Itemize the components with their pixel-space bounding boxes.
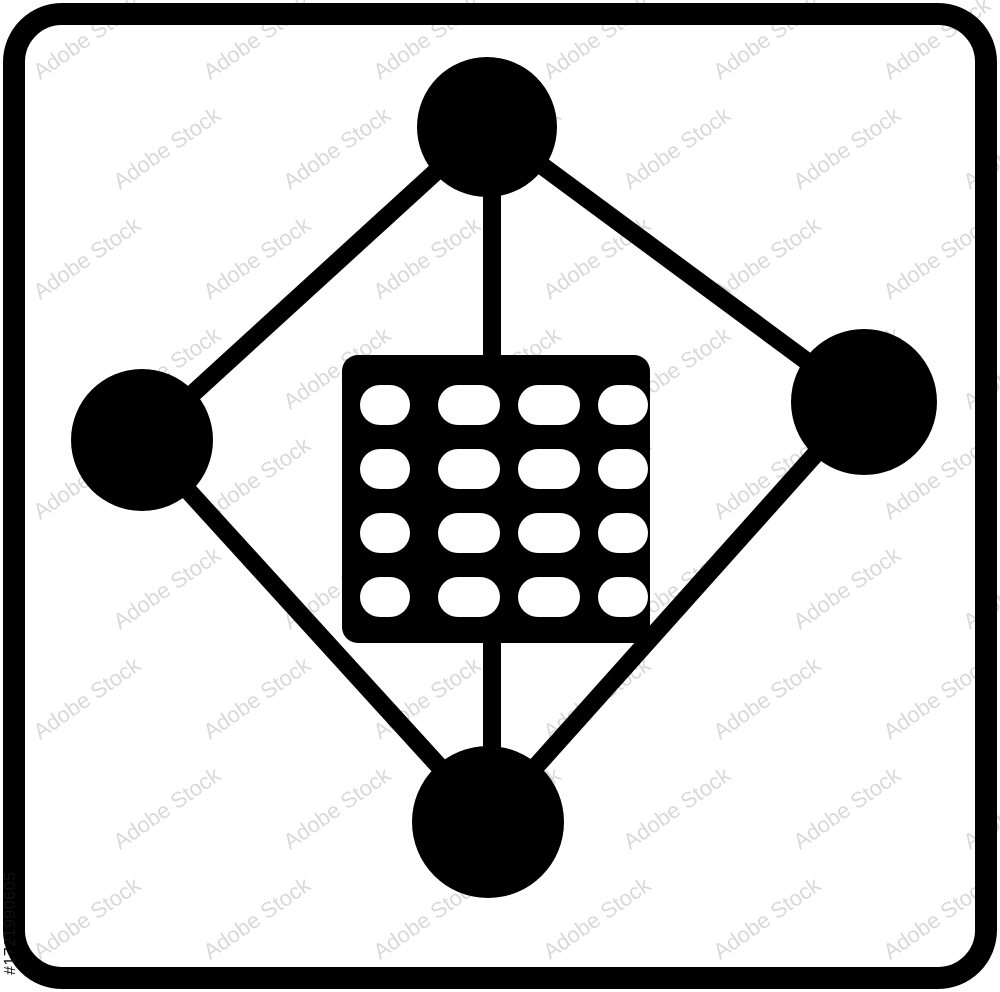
grid-cell (438, 385, 500, 425)
icon-frame (3, 3, 997, 989)
watermark-text: Adobe Stock (709, 651, 826, 744)
watermark-text: Adobe Stock (709, 211, 826, 304)
watermark-text: Adobe Stock (199, 871, 316, 964)
stock-id-label: #1721990605 (2, 871, 19, 975)
watermark-text: Adobe Stock (109, 541, 226, 634)
edge-left-bottom (133, 431, 497, 829)
grid-cell (438, 577, 500, 617)
grid-cell (598, 385, 648, 425)
network-nodes (71, 57, 937, 898)
watermark-text: Adobe Stock (539, 211, 656, 304)
node-left (71, 369, 213, 511)
grid-cell (438, 513, 500, 553)
node-bottom (412, 746, 564, 898)
watermark-text: Adobe Stock (109, 761, 226, 854)
watermark-text: Adobe Stock (709, 871, 826, 964)
watermark-text: Adobe Stock (279, 101, 396, 194)
watermark-text: Adobe Stock (279, 761, 396, 854)
watermark-text: Adobe Stock (29, 211, 146, 304)
watermark-text: Adobe Stock (619, 761, 736, 854)
grid-cell (598, 513, 648, 553)
edge-top-left (133, 116, 496, 449)
data-grid-cells (360, 385, 648, 617)
grid-cell (518, 513, 580, 553)
grid-cell (360, 385, 410, 425)
watermark-text: Adobe Stock (109, 101, 226, 194)
watermark-text: Adobe Stock (789, 761, 906, 854)
watermark-text: Adobe Stock (29, 651, 146, 744)
grid-cell (438, 449, 500, 489)
watermark-text: Adobe Stock (199, 651, 316, 744)
data-grid-block (342, 355, 650, 643)
watermark-text: Adobe Stock (789, 541, 906, 634)
grid-cell (598, 577, 648, 617)
node-top (417, 57, 557, 197)
grid-cell (518, 385, 580, 425)
edge-right-bottom (479, 393, 871, 829)
grid-cell (518, 577, 580, 617)
grid-cell (360, 449, 410, 489)
watermark-text: Adobe Stock (619, 101, 736, 194)
node-right (791, 329, 937, 475)
grid-cell (598, 449, 648, 489)
watermark-text: Adobe Stock (539, 871, 656, 964)
grid-cell (360, 577, 410, 617)
edge-top-right (478, 116, 871, 411)
watermark-text: Adobe Stock (29, 871, 146, 964)
grid-cell (518, 449, 580, 489)
grid-cell (360, 513, 410, 553)
watermark-text: Adobe Stock (789, 101, 906, 194)
